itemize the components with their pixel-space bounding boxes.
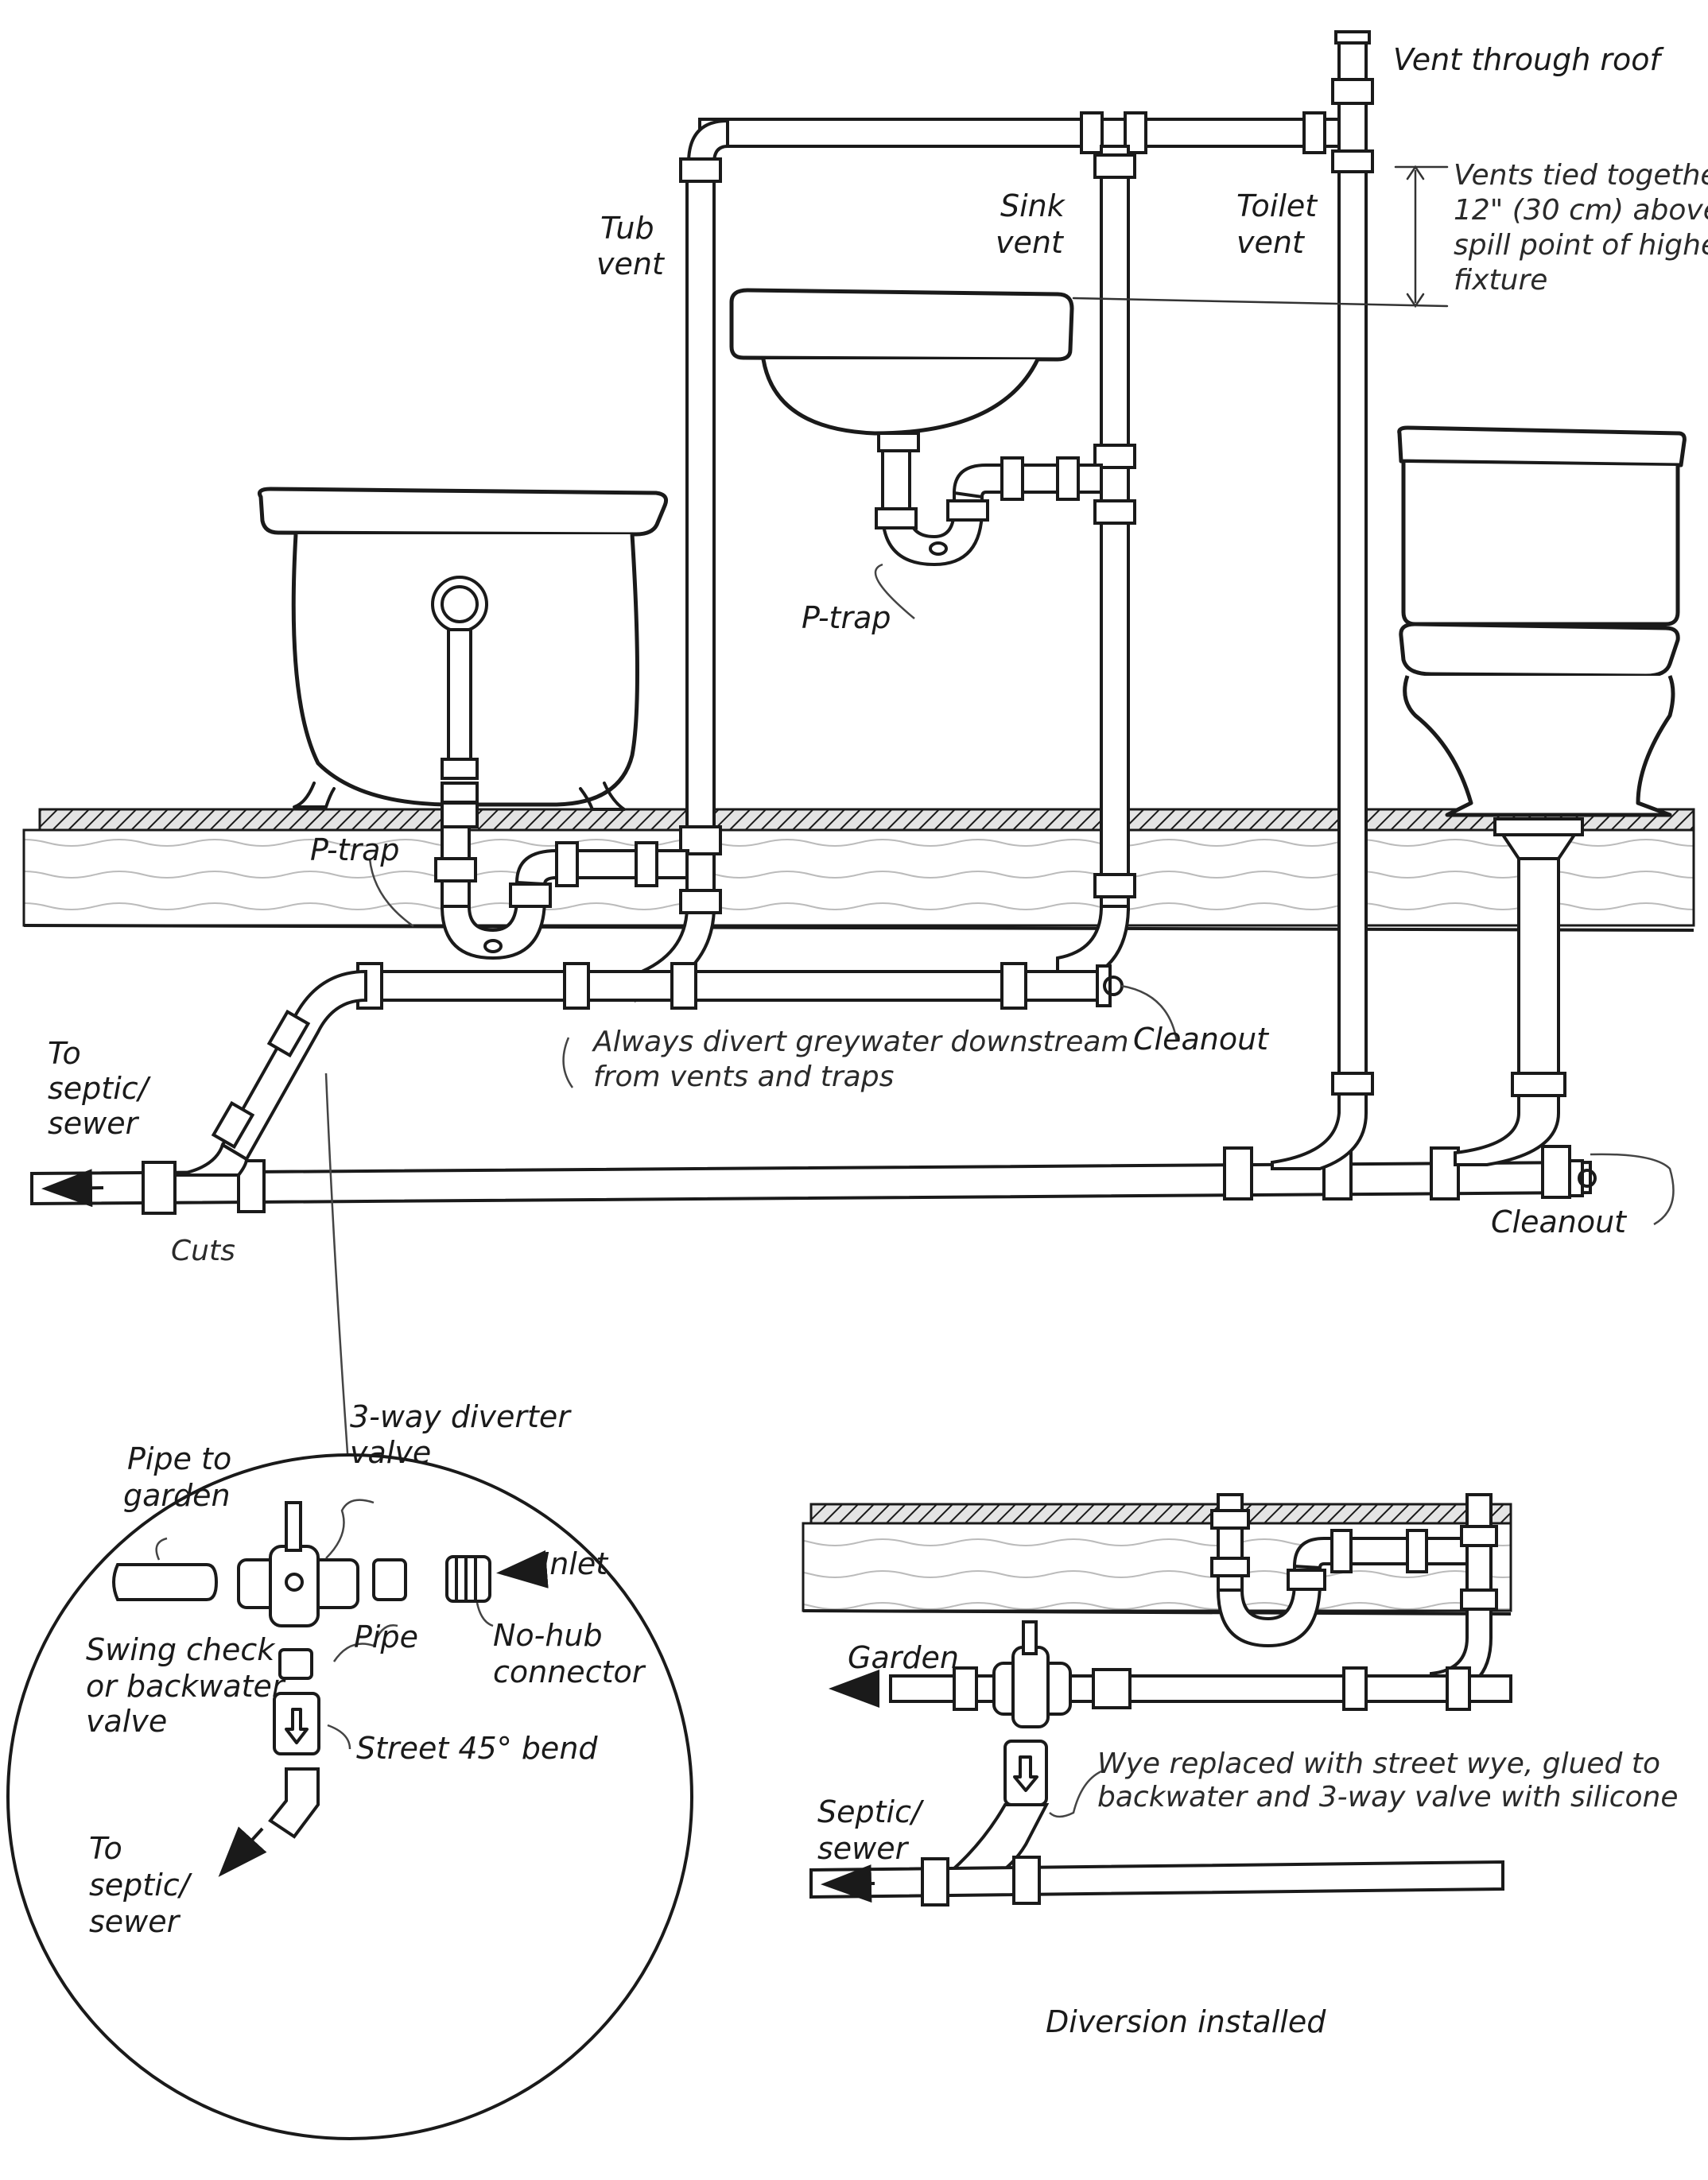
detail-callout-leader xyxy=(324,1073,351,1488)
label-installed-septic-2: sewer xyxy=(817,1831,910,1866)
street-bend-part xyxy=(268,1767,320,1839)
main-system xyxy=(22,30,1695,1488)
label-cleanout-1: Cleanout xyxy=(1133,1022,1270,1057)
label-vent-through-roof: Vent through roof xyxy=(1393,42,1665,77)
label-cleanout-2: Cleanout xyxy=(1491,1204,1628,1239)
label-to-septic-3: sewer xyxy=(48,1106,140,1141)
label-divert-note-1: Always divert greywater downstream xyxy=(592,1026,1129,1058)
diverter-valve-part xyxy=(237,1501,359,1627)
check-valve-part xyxy=(273,1648,320,1755)
sink-fixture xyxy=(729,288,1103,567)
label-pipe-to-garden-1: Pipe to xyxy=(127,1441,231,1476)
label-inlet: Inlet xyxy=(541,1546,609,1581)
label-divert-note-2: from vents and traps xyxy=(593,1061,894,1093)
toilet-vent-stack xyxy=(1331,30,1374,1096)
label-vents-tied-4: fixture xyxy=(1454,264,1547,297)
label-no-hub-1: No-hub xyxy=(493,1618,603,1653)
floor-section xyxy=(22,808,1695,932)
label-swing-check-1: Swing check xyxy=(86,1632,276,1667)
label-street-bend: Street 45° bend xyxy=(356,1731,598,1766)
sink-vent-pipe xyxy=(1056,145,1136,988)
label-vents-tied-2: 12" (30 cm) above xyxy=(1454,194,1708,227)
garden-pipe-part xyxy=(112,1563,219,1601)
label-garden: Garden xyxy=(848,1640,959,1675)
vent-dimension-marker xyxy=(1072,165,1449,308)
labels-layer: Vent through roof Vents tied together 12… xyxy=(48,42,1708,2039)
label-tub-p-trap: P-trap xyxy=(310,832,399,867)
label-detail-septic-2: septic/ xyxy=(89,1868,193,1903)
label-sink-vent-2: vent xyxy=(996,225,1065,260)
main-sewer-line xyxy=(30,1142,1597,1215)
label-diversion-installed: Diversion installed xyxy=(1046,2004,1326,2039)
label-pipe-to-garden-2: garden xyxy=(123,1478,231,1513)
label-tub-vent-2: vent xyxy=(596,246,666,281)
valve-detail-inset xyxy=(6,1453,693,2140)
divert-note-leader xyxy=(562,1037,574,1088)
toilet-fixture xyxy=(1397,425,1687,1166)
label-toilet-vent-2: vent xyxy=(1236,225,1306,260)
cleanout-leader-2 xyxy=(1590,1153,1675,1226)
sink-ptrap-leader xyxy=(874,563,915,619)
sewer-arrow xyxy=(218,1826,267,1877)
bathtub-fixture xyxy=(258,487,669,828)
label-swing-check-3: valve xyxy=(86,1704,167,1739)
no-hub-connector-part xyxy=(445,1555,491,1603)
label-sink-p-trap: P-trap xyxy=(802,600,891,635)
label-diverter-valve-2: valve xyxy=(350,1435,431,1470)
installed-diversion-view xyxy=(802,1493,1512,1907)
label-swing-check-2: or backwater xyxy=(86,1669,286,1704)
toilet-vent-wye xyxy=(1271,1092,1368,1170)
vent-header xyxy=(686,111,1353,165)
tub-ptrap-leader xyxy=(368,858,414,928)
label-toilet-vent-1: Toilet xyxy=(1236,188,1318,223)
label-wye-note-1: Wye replaced with street wye, glued to xyxy=(1097,1747,1660,1780)
label-detail-septic-3: sewer xyxy=(89,1904,181,1939)
label-vents-tied-1: Vents tied together xyxy=(1454,159,1708,192)
label-diverter-valve-1: 3-way diverter xyxy=(350,1399,572,1434)
label-sink-vent-1: Sink xyxy=(1000,188,1066,223)
label-to-septic-1: To xyxy=(48,1036,81,1071)
label-installed-septic-1: Septic/ xyxy=(817,1794,925,1829)
inlet-arrow xyxy=(496,1550,549,1588)
short-pipe-part xyxy=(372,1558,407,1601)
tub-vent-pipe xyxy=(679,157,722,855)
label-no-hub-2: connector xyxy=(493,1654,646,1689)
label-cuts: Cuts xyxy=(171,1235,235,1267)
label-tub-vent-1: Tub xyxy=(600,211,654,246)
branch-drain xyxy=(211,962,1124,1162)
label-to-septic-2: septic/ xyxy=(48,1071,152,1106)
label-vents-tied-3: spill point of highest xyxy=(1454,229,1708,262)
label-wye-note-2: backwater and 3-way valve with silicone xyxy=(1097,1781,1679,1813)
label-detail-septic-1: To xyxy=(89,1831,122,1866)
label-pipe: Pipe xyxy=(354,1619,418,1654)
cleanout-leader-1 xyxy=(1120,984,1178,1042)
